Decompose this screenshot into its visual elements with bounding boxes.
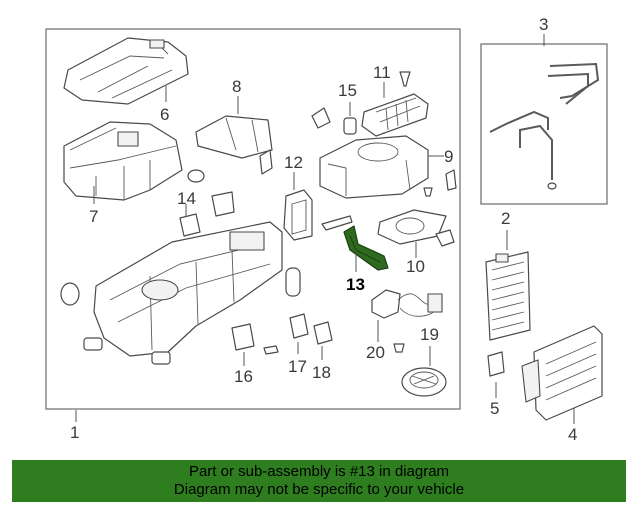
main-assembly-frame [45,28,461,410]
part-screw[interactable] [399,71,411,87]
label-7: 7 [89,207,98,226]
part-7-housing[interactable] [63,121,183,201]
part-pad-2[interactable] [151,351,171,365]
label-20: 20 [366,343,385,362]
part-9-blower-case[interactable] [319,135,429,199]
part-3-pipes[interactable] [489,62,600,190]
part-5-sensor[interactable] [487,351,505,377]
part-14-actuator[interactable] [179,191,235,237]
label-10: 10 [406,257,425,276]
part-8-duct[interactable] [195,115,273,159]
part-screw-2[interactable] [263,345,279,355]
label-19: 19 [420,325,439,344]
pipe-assembly-frame [480,43,608,205]
part-screw-3[interactable] [393,343,405,353]
part-hose[interactable] [445,169,457,191]
info-banner: Part or sub-assembly is #13 in diagram D… [12,460,626,502]
label-12: 12 [284,153,303,172]
part-19-blower-motor[interactable] [401,367,447,397]
label-9: 9 [444,147,453,166]
part-clip-4[interactable] [435,229,455,247]
part-2-heater-core[interactable] [485,251,531,341]
label-1: 1 [70,423,79,442]
part-15-seal[interactable] [343,117,357,135]
part-20-harness[interactable] [371,289,443,319]
part-pad[interactable] [83,337,103,351]
parts-diagram: 6 7 8 14 15 11 9 [45,15,608,444]
part-11-filter[interactable] [361,93,429,137]
part-10-plate[interactable] [377,209,447,245]
part-4-evaporator[interactable] [521,325,603,421]
part-18-actuator[interactable] [313,321,333,345]
part-17-actuator[interactable] [289,313,309,339]
part-clip[interactable] [187,169,205,183]
part-12-gasket[interactable] [283,189,313,241]
label-6: 6 [160,105,169,124]
label-14: 14 [177,189,196,208]
label-8: 8 [232,77,241,96]
part-clip-3[interactable] [259,149,273,175]
label-13: 13 [346,275,365,294]
part-13-highlighted[interactable] [343,225,389,271]
label-17: 17 [288,357,307,376]
label-16: 16 [234,367,253,386]
label-15: 15 [338,81,357,100]
part-16-motor[interactable] [231,323,255,351]
part-cap[interactable] [60,282,80,306]
banner-line-1: Part or sub-assembly is #13 in diagram [188,463,450,480]
label-2: 2 [501,209,510,228]
part-clip-2[interactable] [311,107,331,129]
part-bolt[interactable] [423,187,433,197]
label-3: 3 [539,15,548,34]
label-18: 18 [312,363,331,382]
part-bracket[interactable] [321,215,353,231]
part-oval-seal[interactable] [285,267,301,297]
label-4: 4 [568,425,577,444]
banner-line-2: Diagram may not be specific to your vehi… [173,481,465,498]
label-11: 11 [373,63,391,82]
label-5: 5 [490,399,499,418]
part-1-hvac-housing[interactable] [93,221,283,357]
part-6-cover[interactable] [63,37,189,105]
